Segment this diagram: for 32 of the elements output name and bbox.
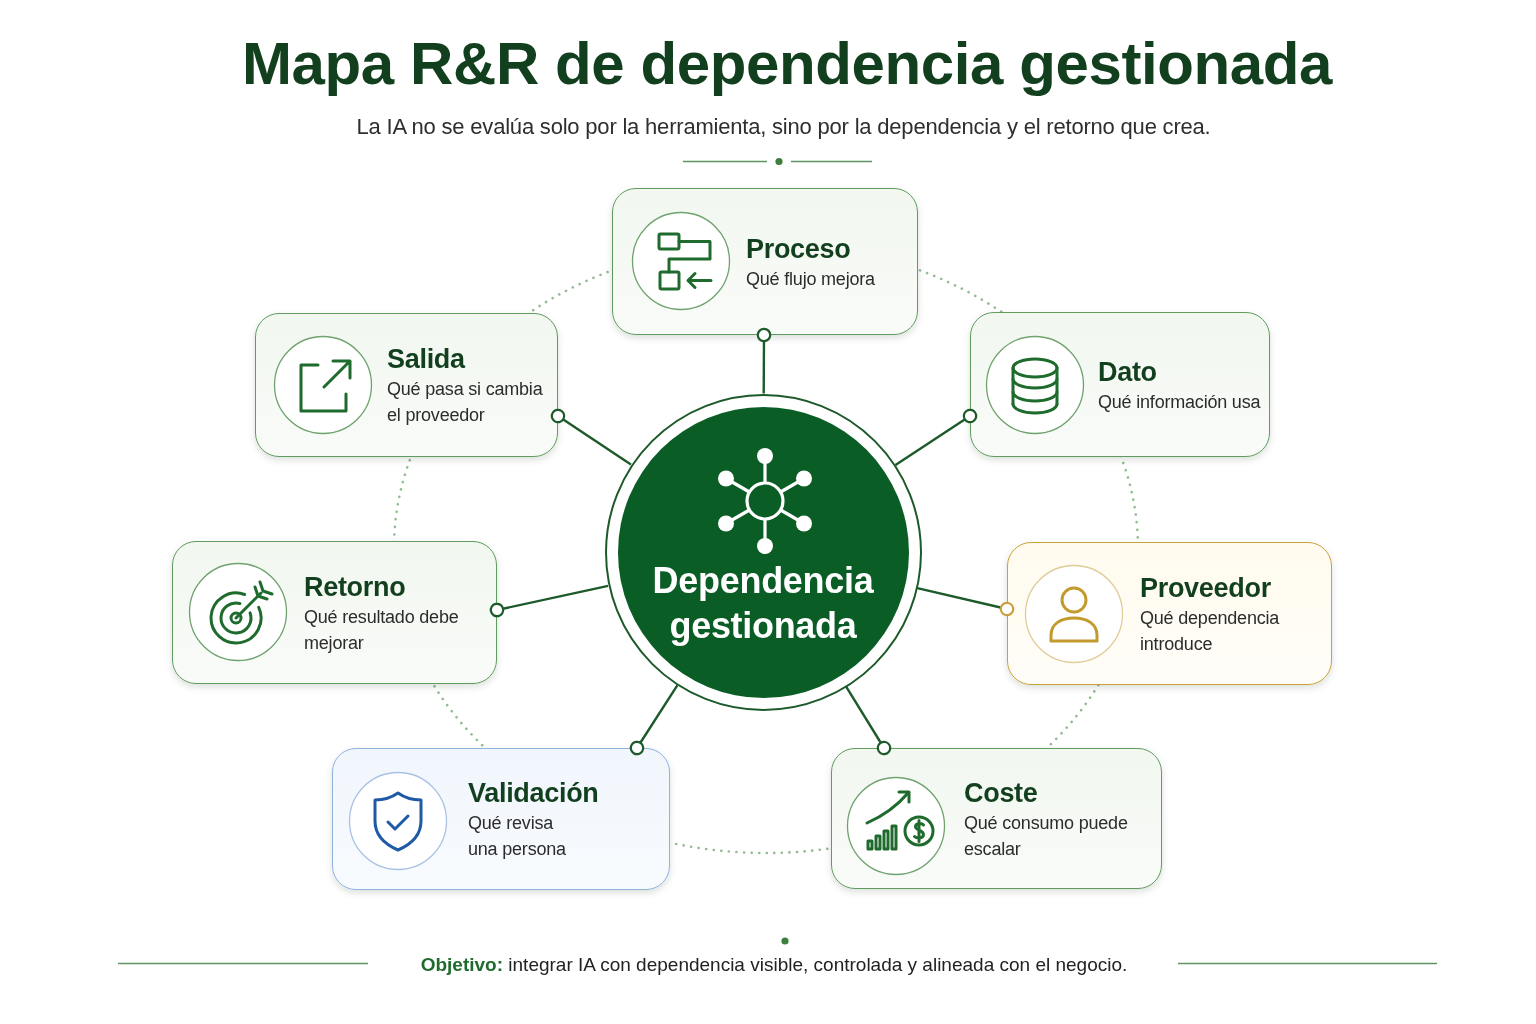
topic-card xyxy=(612,188,918,335)
card-title: Dato xyxy=(1098,355,1157,389)
connector xyxy=(894,408,978,466)
card-title: Proceso xyxy=(746,232,851,266)
connector xyxy=(756,327,772,394)
card-description: Qué flujo mejora xyxy=(746,267,875,291)
connector xyxy=(489,584,609,618)
card-description: Qué consumo puede escalar xyxy=(964,811,1129,861)
card-title: Proveedor xyxy=(1140,571,1271,605)
card-description: Qué dependencia introduce xyxy=(1140,606,1281,656)
topic-card xyxy=(831,748,1162,889)
diagram-title: Mapa R&R de dependencia gestionada xyxy=(242,29,1332,99)
card-title: Salida xyxy=(387,343,465,376)
topic-card xyxy=(1007,542,1332,685)
card-description: Qué pasa si cambia el proveedor xyxy=(387,378,544,427)
connector xyxy=(629,684,679,756)
card-description: Qué revisa una persona xyxy=(468,812,567,861)
objective-note: Objetivo: integrar IA con dependencia visible, controlada y alineada con el negocio. xyxy=(420,953,1128,977)
connector xyxy=(845,686,892,756)
hub-label: Dependencia gestionada xyxy=(652,558,874,648)
topic-card xyxy=(970,312,1270,457)
card-title: Retorno xyxy=(304,570,406,604)
topic-card xyxy=(332,748,670,890)
connector xyxy=(917,586,1015,617)
card-description: Qué información usa xyxy=(1098,390,1261,414)
subtitle: La IA no se evalúa solo por la herramienta, sino por la dependencia y el retorno que crea. xyxy=(356,113,1211,141)
card-title: Coste xyxy=(964,776,1038,810)
topic-card xyxy=(172,541,497,684)
card-description: Qué resultado debe mejorar xyxy=(304,605,460,655)
card-title: Validación xyxy=(468,777,599,810)
topic-card xyxy=(255,313,558,457)
connector xyxy=(550,408,632,466)
